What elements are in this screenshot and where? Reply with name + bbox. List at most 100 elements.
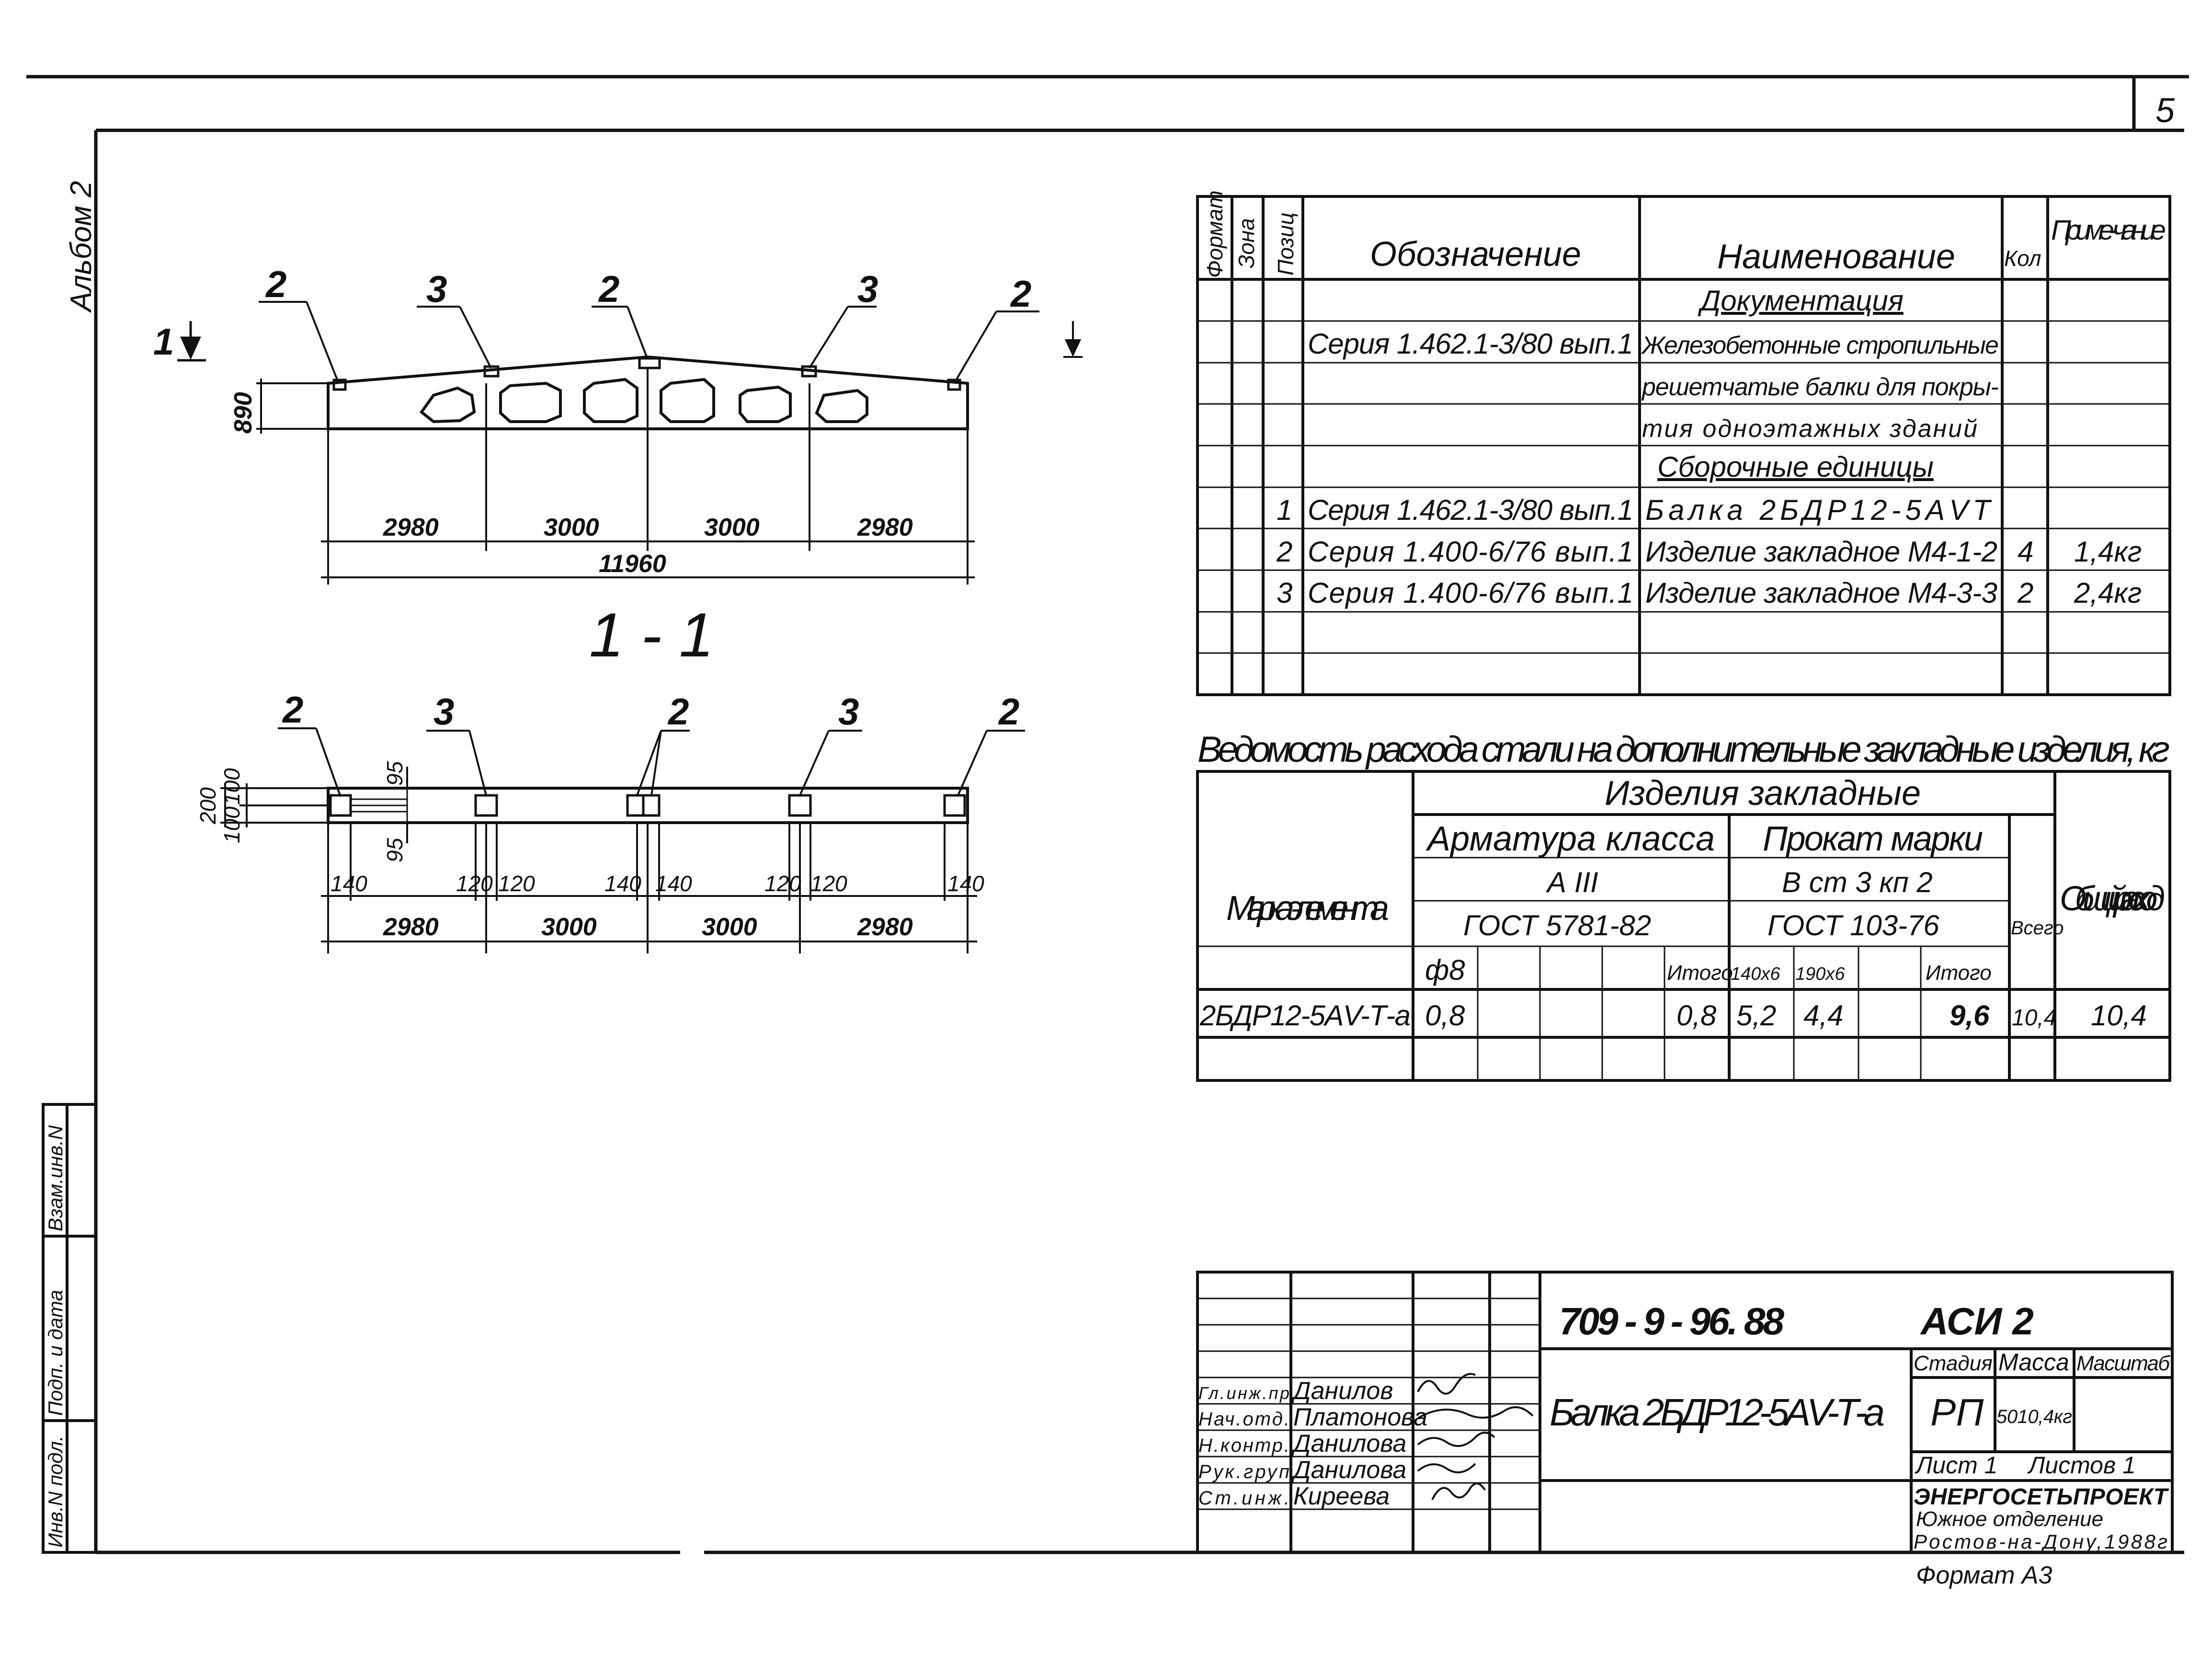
- steel-row-value: 4,4: [1803, 999, 1843, 1032]
- elev-height-dim: 890: [229, 392, 257, 434]
- spec-header-note: Приме-чание: [2051, 215, 2166, 246]
- plan-span-2: 3000: [541, 913, 597, 941]
- title-block: 709 - 9 - 96. 88 АСИ 2 Гл.инж.пр Данилов…: [1196, 1271, 2174, 1554]
- steel-row-value: 0,8: [1425, 999, 1465, 1032]
- elev-leader-4: 3: [857, 268, 878, 310]
- spec-row-qty: 4: [2018, 536, 2033, 568]
- stage-header: Стадия: [1914, 1352, 1993, 1375]
- staff-name: Киреева: [1293, 1482, 1390, 1510]
- plan-pad-dim-5: 140: [655, 871, 692, 896]
- spec-row-note: 1,4кг: [2074, 536, 2142, 568]
- steel-rolled-gost: ГОСТ 103-76: [1767, 909, 1939, 941]
- section-mark-left: 1: [153, 321, 174, 363]
- spec-row-name: Сборочные единицы: [1657, 451, 1934, 483]
- spec-row-name: Изделие закладное М4-1-2: [1645, 536, 1997, 568]
- stage-value: РП: [1930, 1391, 1984, 1434]
- elev-leader-5: 2: [1010, 273, 1031, 315]
- elev-span-2: 3000: [544, 514, 599, 541]
- spec-header-qty: Кол: [2004, 246, 2041, 271]
- spec-row-name: решетчатые балки для покры-: [1641, 373, 1999, 401]
- plan-pad-dim-8: 140: [947, 871, 984, 896]
- spec-row-name: тия одноэтажных зданий: [1642, 415, 1977, 443]
- plan-leader-1: 2: [282, 689, 303, 731]
- spec-row-designation: Серия 1.462.1-3/80 вып.1: [1308, 494, 1633, 526]
- org-division: Южное отделение: [1916, 1507, 2103, 1531]
- spec-row-name: Документация: [1698, 285, 1904, 317]
- steel-table-title: Ведомость расхода стали на дополнительны…: [1197, 729, 2170, 770]
- plan-dim-95b: 95: [382, 838, 407, 862]
- steel-row-mark: 2БДР12-5АV-Т-а: [1199, 999, 1411, 1032]
- steel-rebar-gost: ГОСТ 5781-82: [1463, 909, 1651, 941]
- steel-row-value: 5,2: [1736, 999, 1776, 1032]
- staff-name: Данилова: [1291, 1430, 1406, 1458]
- plan-pad-dim-2: 120: [456, 871, 493, 896]
- spec-row-note: 2,4кг: [2074, 577, 2142, 609]
- spec-row-pos: 2: [1276, 536, 1292, 568]
- beam-elevation: 2 3 2 3 2 1 890: [153, 263, 1083, 585]
- section-title: 1 - 1: [589, 600, 714, 670]
- steel-overall-header: Общий расход: [2060, 880, 2165, 918]
- sheets-total: Листов 1: [2027, 1452, 2136, 1479]
- steel-rebar-header: Арматура класса: [1425, 820, 1715, 858]
- item-name: Балка 2БДР12-5АV-Т-а: [1550, 1391, 1885, 1434]
- steel-sub-header: 140x6: [1731, 964, 1780, 984]
- steel-table: Изделия закладные Марка элемента Арматур…: [1196, 770, 2171, 1082]
- plan-dim-200: 200: [195, 787, 220, 825]
- staff-name: Платонова: [1293, 1403, 1427, 1431]
- staff-name: Данилов: [1291, 1377, 1393, 1405]
- steel-rolled-header: Прокат марки: [1763, 820, 1983, 858]
- spec-header-position: Позиц: [1273, 212, 1298, 276]
- elev-total: 11960: [599, 550, 666, 578]
- steel-group-header: Изделия закладные: [1605, 774, 1921, 813]
- plan-span-4: 2980: [857, 913, 913, 941]
- staff-role: Н.контр.: [1198, 1435, 1289, 1456]
- page-number: 5: [2155, 92, 2175, 130]
- elev-span-1: 2980: [383, 514, 439, 541]
- side-stamp-inv: Инв.N подл.: [44, 1435, 67, 1548]
- staff-role: Рук.груп: [1198, 1461, 1289, 1482]
- steel-row-total: 10,4: [2012, 1005, 2056, 1031]
- spec-row-pos: 3: [1277, 577, 1292, 609]
- spec-row-name: Балка 2БДР12-5АVТ: [1645, 494, 1992, 526]
- steel-sub-header: ф8: [1425, 954, 1465, 986]
- steel-mark-header: Марка элемента: [1226, 889, 1389, 928]
- spec-header-format: Формат: [1202, 190, 1227, 278]
- staff-role: Нач.отд.: [1198, 1409, 1289, 1430]
- plan-span-1: 2980: [383, 913, 439, 941]
- steel-sub-header: 190x6: [1795, 964, 1845, 984]
- document-section: АСИ 2: [1920, 1300, 2034, 1343]
- mass-value: 5010,4кг: [1996, 1406, 2072, 1427]
- plan-span-3: 3000: [702, 913, 757, 941]
- spec-header-designation: Обозначение: [1370, 235, 1581, 274]
- plan-pad-dim-1: 140: [331, 871, 367, 896]
- org-name: ЭНЕРГОСЕТЬПРОЕКТ: [1914, 1484, 2169, 1510]
- spec-row-pos: 1: [1277, 494, 1292, 526]
- album-label: Альбом 2: [65, 181, 98, 314]
- steel-sub-header: Итого: [1926, 961, 1992, 985]
- side-stamp-sign: Подп. и дата: [44, 1290, 67, 1416]
- spec-row-designation: Серия 1.400-6/76 вып.1: [1308, 536, 1633, 568]
- plan-dim-95a: 95: [382, 761, 407, 786]
- document-code: 709 - 9 - 96. 88: [1559, 1300, 1785, 1343]
- spec-row-name: Изделие закладное М4-3-3: [1645, 577, 1997, 609]
- steel-row-value: 9,6: [1950, 999, 1990, 1032]
- elev-leader-3: 2: [598, 268, 619, 310]
- plan-leader-5: 2: [998, 690, 1019, 733]
- spec-row-designation: Серия 1.400-6/76 вып.1: [1308, 577, 1633, 609]
- steel-row-value: 0,8: [1676, 999, 1717, 1032]
- steel-sub-header: Итого: [1667, 961, 1733, 985]
- plan-pad-dim-7: 120: [810, 871, 847, 896]
- spec-header-zone: Зона: [1234, 218, 1259, 268]
- org-city: Ростов-на-Дону,1988г: [1914, 1530, 2167, 1553]
- steel-rolled-grade: В ст 3 кп 2: [1782, 866, 1933, 898]
- spec-row-qty: 2: [2017, 577, 2033, 609]
- steel-total-header: Всего: [2011, 918, 2064, 939]
- signatures: [1417, 1373, 1534, 1500]
- plan-leader-2: 3: [433, 690, 454, 733]
- plan-dim-100a: 100: [219, 768, 244, 805]
- staff-role: Гл.инж.пр: [1198, 1383, 1289, 1403]
- steel-row-overall: 10,4: [2091, 999, 2147, 1032]
- mass-header: Масса: [1998, 1349, 2069, 1376]
- beam-plan: 2 3 2 3 2 200 100 100 95 95: [195, 689, 1025, 953]
